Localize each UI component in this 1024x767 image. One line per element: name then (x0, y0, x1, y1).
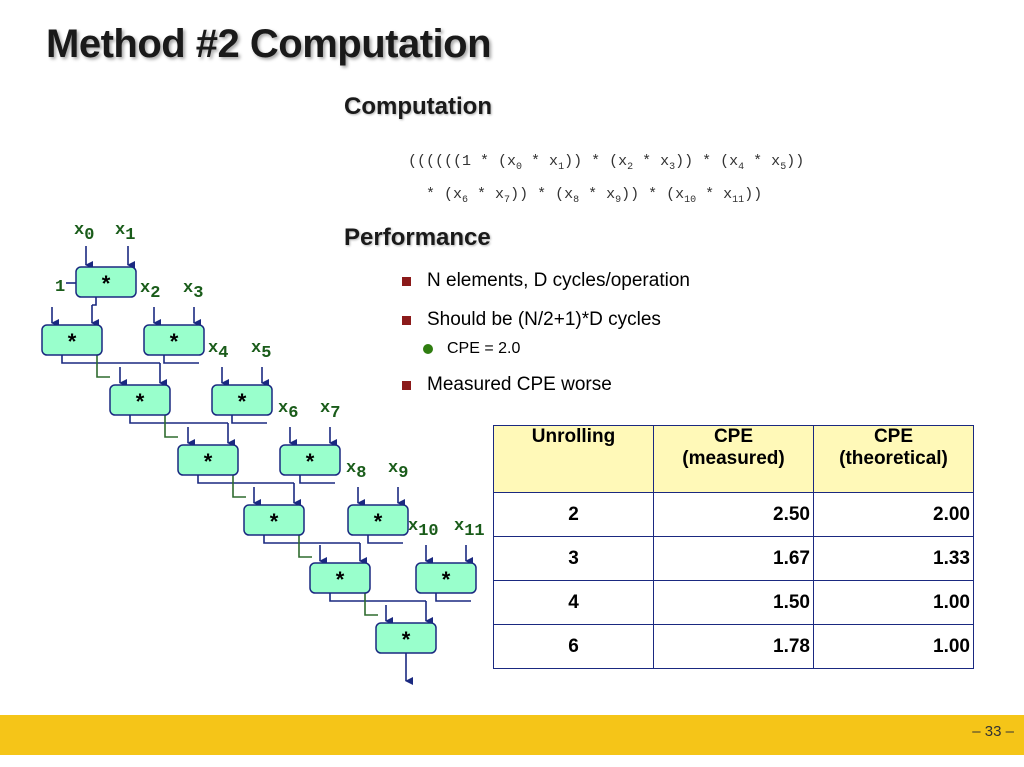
computation-formula: ((((((1 * (x0 * x1)) * (x2 * x3)) * (x4 … (408, 148, 804, 214)
variable-label: x1 (115, 221, 135, 245)
variable-label: x10 (408, 517, 439, 541)
multiply-node (75, 266, 137, 298)
header-cpe-theoretical: CPE (theoretical) (813, 425, 974, 493)
square-bullet-icon (402, 277, 411, 286)
chain-connector (61, 355, 160, 364)
pair-connector (435, 593, 471, 602)
header-unrolling: Unrolling (493, 425, 654, 493)
multiply-node-label: * (374, 509, 383, 534)
multiply-node (243, 504, 305, 536)
formula-line-2: * (x6 * x7)) * (x8 * x9)) * (x10 * x11)) (408, 186, 763, 206)
multiply-node (415, 562, 477, 594)
multiply-node-label: * (136, 389, 145, 414)
variable-label: x0 (74, 221, 94, 245)
variable-label: x9 (388, 459, 408, 483)
multiply-node-label: * (170, 329, 179, 354)
feedback-connector (298, 535, 312, 558)
table-header-row: Unrolling CPE (measured) CPE (theoretica… (493, 425, 974, 493)
constant-one-label: 1 (55, 278, 65, 297)
bullet-item: Should be (N/2+1)*D cycles (400, 307, 690, 333)
feedback-connector (164, 415, 178, 438)
variable-label: x4 (208, 339, 228, 363)
multiply-node-label: * (68, 329, 77, 354)
chain-connector (263, 535, 360, 544)
chain-connector (329, 593, 426, 602)
sub-bullet-item: CPE = 2.0 (400, 336, 690, 362)
variable-label: x7 (320, 399, 340, 423)
multiply-node (211, 384, 273, 416)
performance-bullets: N elements, D cycles/operation Should be… (400, 268, 690, 411)
performance-heading: Performance (344, 224, 491, 251)
multiply-node (279, 444, 341, 476)
variable-label: x5 (251, 339, 271, 363)
multiply-node-label: * (336, 567, 345, 592)
multiply-node-label: * (402, 627, 411, 652)
chain-connector (92, 297, 97, 306)
multiply-node (177, 444, 239, 476)
multiply-node-label: * (442, 567, 451, 592)
variable-label: x6 (278, 399, 298, 423)
dot-bullet-icon (423, 344, 433, 354)
multiply-node-label: * (306, 449, 315, 474)
chain-connector (197, 475, 294, 484)
footer-bar: – 33 – (0, 715, 1024, 755)
pair-connector (367, 535, 403, 544)
multiply-node (109, 384, 171, 416)
pair-connector (299, 475, 335, 484)
feedback-connector (232, 475, 246, 498)
computation-heading: Computation (344, 93, 492, 120)
computation-tree-diagram: 1 x0 x1 x2 x3 x4 x5 x6 x7 x8 x9 x10 x11 * * * * * * * * * * * * (41, 221, 485, 685)
multiply-node-label: * (204, 449, 213, 474)
variable-label: x11 (454, 517, 485, 541)
bullet-item: Measured CPE worse (400, 372, 690, 398)
page-number: – 33 – (972, 723, 1014, 740)
formula-line-1: ((((((1 * (x0 * x1)) * (x2 * x3)) * (x4 … (408, 153, 805, 173)
variable-label: x2 (140, 279, 160, 303)
header-cpe-measured: CPE (measured) (653, 425, 814, 493)
bullet-item: N elements, D cycles/operation (400, 268, 690, 294)
chain-connector (129, 415, 228, 424)
square-bullet-icon (402, 316, 411, 325)
feedback-connector (364, 593, 378, 616)
multiply-node (309, 562, 371, 594)
pair-connector (163, 355, 199, 364)
multiply-node (143, 324, 205, 356)
multiply-node-label: * (102, 271, 111, 296)
multiply-node (41, 324, 103, 356)
square-bullet-icon (402, 381, 411, 390)
variable-label: x3 (183, 279, 203, 303)
cpe-table: Unrolling CPE (measured) CPE (theoretica… (493, 425, 974, 669)
pair-connector (231, 415, 267, 424)
multiply-node-label: * (238, 389, 247, 414)
variable-label: x8 (346, 459, 366, 483)
page-title: Method #2 Computation (46, 22, 492, 66)
feedback-connector (96, 355, 110, 378)
multiply-node (347, 504, 409, 536)
multiply-node-label: * (270, 509, 279, 534)
